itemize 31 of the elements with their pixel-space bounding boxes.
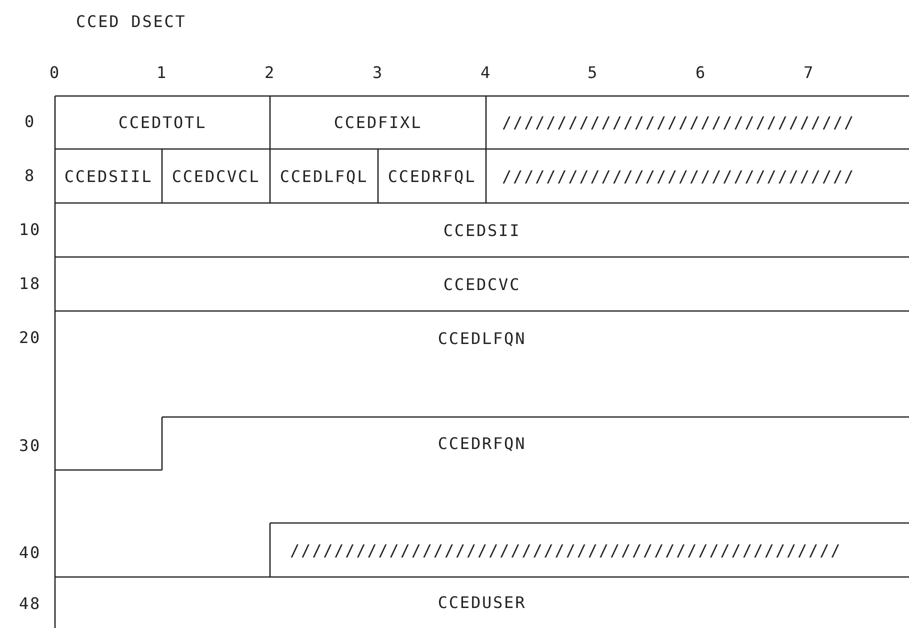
field-name: CCEDRFQL xyxy=(388,166,476,186)
field-name: CCEDFIXL xyxy=(334,113,422,132)
column-offset: 0 xyxy=(50,63,61,83)
column-offset: 7 xyxy=(804,63,815,83)
reserved-field: //////////////////////////////// xyxy=(502,113,856,132)
column-offset: 1 xyxy=(156,63,168,83)
column-offset: 4 xyxy=(480,63,492,83)
row-offset: 40 xyxy=(19,543,42,563)
field-name: CCEDLFQL xyxy=(280,166,368,186)
row-offset: 10 xyxy=(19,220,42,240)
column-offset: 2 xyxy=(264,63,276,83)
row-offset: 18 xyxy=(19,274,42,294)
field-name: CCEDTOTL xyxy=(118,113,207,132)
field-name: CCEDCVC xyxy=(443,274,521,294)
row-offset: 20 xyxy=(19,328,42,348)
field-name: CCEDUSER xyxy=(438,593,526,612)
field-name: CCEDSIIL xyxy=(64,166,153,186)
column-offset: 6 xyxy=(696,63,707,83)
field-name: CCEDCVCL xyxy=(172,166,260,186)
field-name: CCEDRFQN xyxy=(438,434,526,453)
row-offset: 8 xyxy=(24,166,36,186)
row-offset: 0 xyxy=(24,112,36,132)
reserved-field: //////////////////////////////// xyxy=(502,166,856,186)
field-name: CCEDLFQN xyxy=(438,328,526,348)
column-offset: 5 xyxy=(588,63,599,83)
diagram-title: CCED DSECT xyxy=(76,12,186,32)
column-offset: 3 xyxy=(372,63,384,83)
field-name: CCEDSII xyxy=(443,220,521,240)
reserved-field: ////////////////////////////////////////////////// xyxy=(290,540,842,560)
row-offset: 48 xyxy=(19,594,42,614)
row-offset: 30 xyxy=(19,436,42,456)
